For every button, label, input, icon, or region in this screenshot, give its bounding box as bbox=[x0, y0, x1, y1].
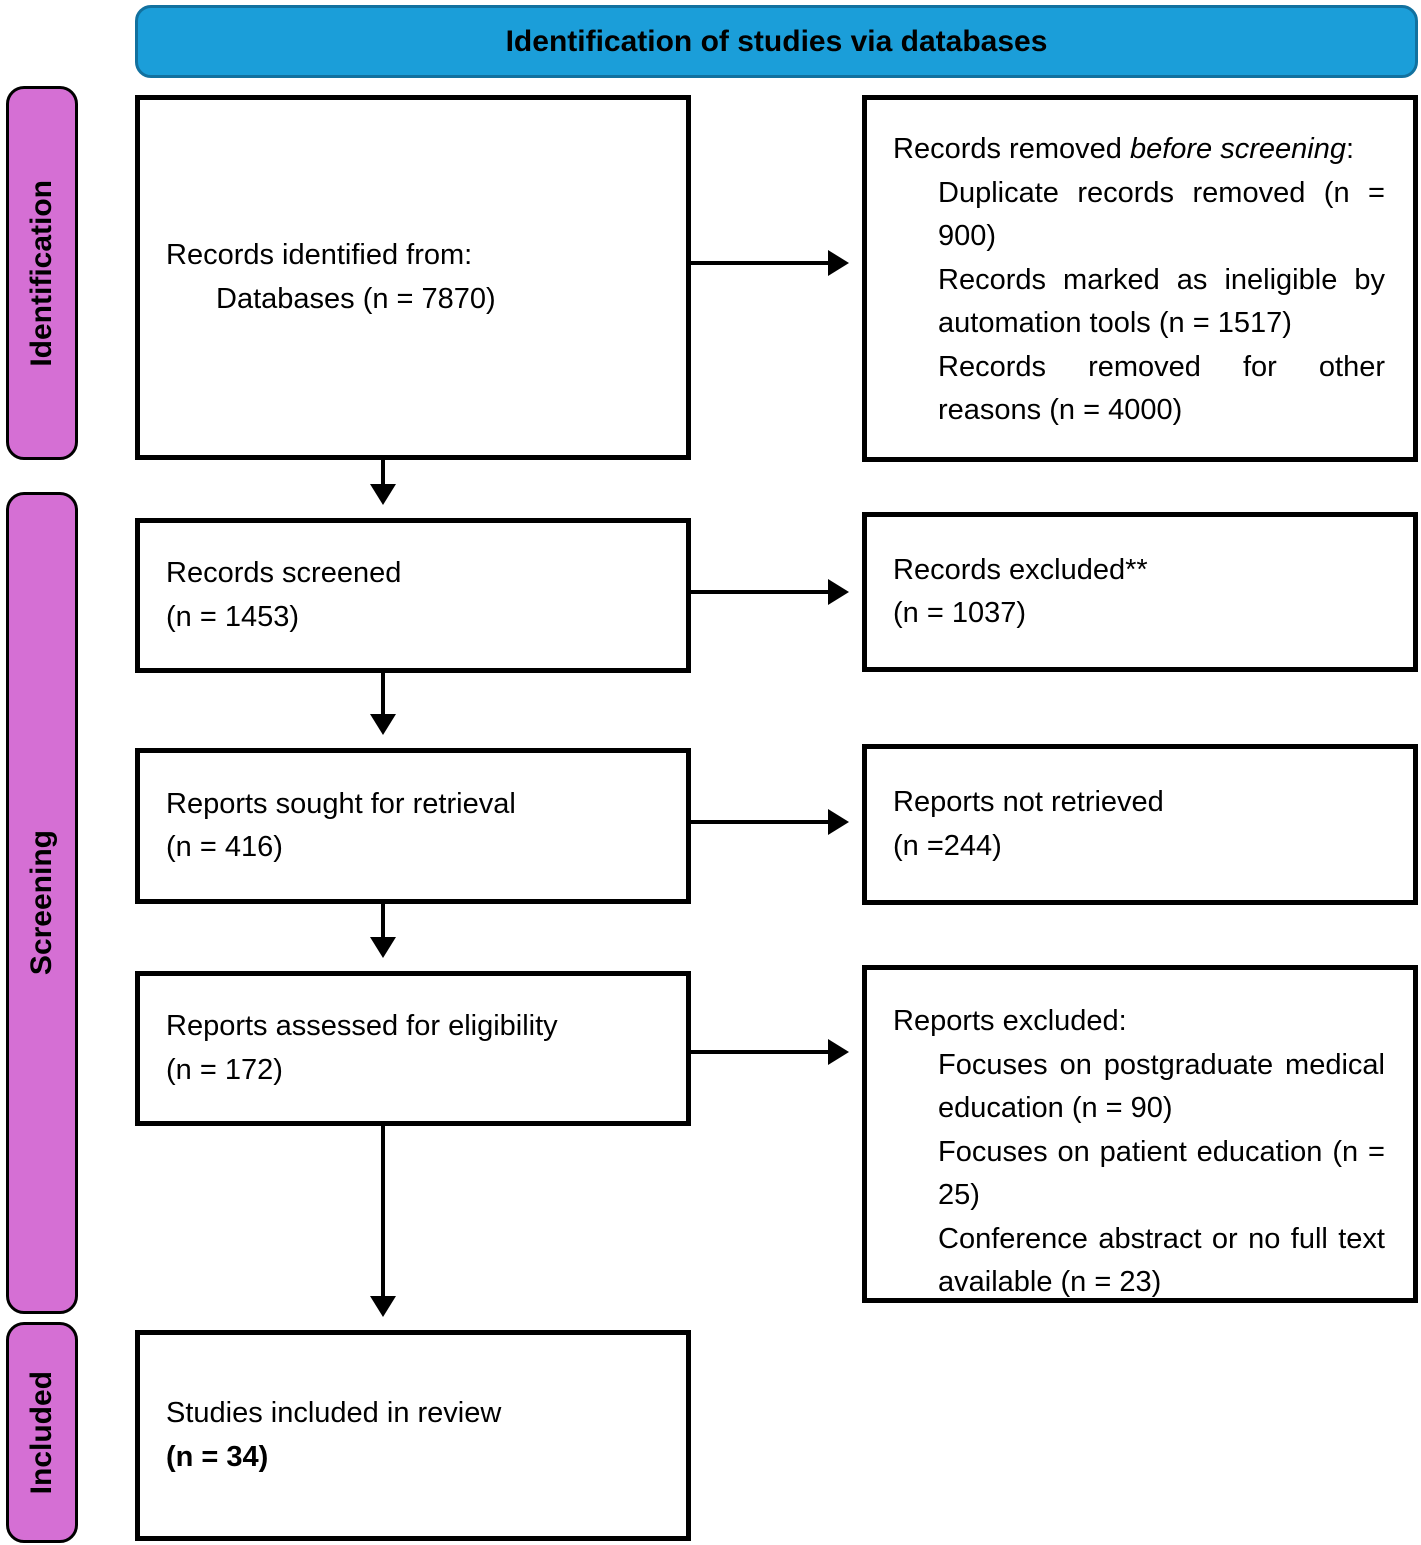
reports-sought-line1: Reports sought for retrieval bbox=[166, 787, 516, 820]
records-removed-item-automation: Records marked as ineligible by automati… bbox=[938, 263, 1385, 340]
box-studies-included: Studies included in review (n = 34) bbox=[135, 1330, 691, 1541]
records-identified-line1: Records identified from: bbox=[166, 239, 473, 271]
stage-label-identification: Identification bbox=[25, 179, 58, 367]
box-records-screened: Records screened (n = 1453) bbox=[135, 518, 691, 673]
stage-bar-included: Included bbox=[6, 1322, 78, 1543]
records-removed-intro: Records removed before screening: bbox=[893, 128, 1385, 172]
records-screened-line1: Records screened bbox=[166, 557, 402, 589]
studies-included-line2: (n = 34) bbox=[166, 1440, 269, 1473]
records-excluded-line1: Records excluded** bbox=[893, 553, 1148, 586]
studies-included-line1: Studies included in review bbox=[166, 1397, 502, 1429]
reports-not-retrieved-line2: (n =244) bbox=[893, 829, 1002, 862]
records-removed-item-other: Records removed for other reasons (n = 4… bbox=[938, 350, 1385, 427]
reports-not-retrieved-line1: Reports not retrieved bbox=[893, 786, 1164, 818]
records-removed-intro-colon: : bbox=[1345, 133, 1355, 165]
box-records-identified: Records identified from: Databases (n = … bbox=[135, 95, 691, 460]
reports-excluded-item-postgraduate: Focuses on postgraduate medical educatio… bbox=[938, 1048, 1385, 1125]
box-reports-assessed: Reports assessed for eligibility (n = 17… bbox=[135, 971, 691, 1126]
arrow-identified-to-removed bbox=[691, 250, 849, 276]
records-identified-line2: Databases (n = 7870) bbox=[216, 282, 496, 315]
records-removed-intro-plain: Records removed bbox=[893, 133, 1130, 165]
stage-bar-identification: Identification bbox=[6, 86, 78, 460]
box-records-excluded: Records excluded** (n = 1037) bbox=[862, 512, 1418, 672]
header-banner: Identification of studies via databases bbox=[135, 5, 1418, 78]
stage-bar-screening: Screening bbox=[6, 492, 78, 1314]
arrow-identified-to-screened bbox=[370, 460, 396, 505]
reports-assessed-line1: Reports assessed for eligibility bbox=[166, 1010, 558, 1042]
records-screened-line2: (n = 1453) bbox=[166, 600, 300, 633]
reports-excluded-intro: Reports excluded: bbox=[893, 1005, 1127, 1037]
box-reports-excluded: Reports excluded: Focuses on postgraduat… bbox=[862, 965, 1418, 1303]
arrow-sought-to-not-retrieved bbox=[691, 809, 849, 835]
header-title: Identification of studies via databases bbox=[505, 24, 1048, 58]
box-reports-not-retrieved: Reports not retrieved (n =244) bbox=[862, 744, 1418, 905]
box-records-removed: Records removed before screening: Duplic… bbox=[862, 95, 1418, 462]
box-reports-sought: Reports sought for retrieval (n = 416) bbox=[135, 748, 691, 904]
stage-label-screening: Screening bbox=[25, 830, 58, 976]
records-removed-item-duplicates: Duplicate records removed (n = 900) bbox=[938, 176, 1385, 253]
arrow-assessed-to-included bbox=[370, 1126, 396, 1317]
reports-excluded-item-conference: Conference abstract or no full text avai… bbox=[938, 1222, 1385, 1299]
arrow-sought-to-assessed bbox=[370, 903, 396, 958]
records-removed-intro-italic: before screening bbox=[1129, 133, 1346, 165]
reports-assessed-line2: (n = 172) bbox=[166, 1053, 283, 1086]
arrow-assessed-to-reports-excluded bbox=[691, 1039, 849, 1065]
records-excluded-line2: (n = 1037) bbox=[893, 597, 1027, 629]
arrow-screened-to-excluded bbox=[691, 579, 849, 605]
reports-excluded-item-patient: Focuses on patient education (n = 25) bbox=[938, 1135, 1385, 1212]
stage-label-included: Included bbox=[25, 1370, 58, 1495]
arrow-screened-to-sought bbox=[370, 673, 396, 735]
reports-sought-line2: (n = 416) bbox=[166, 831, 283, 863]
